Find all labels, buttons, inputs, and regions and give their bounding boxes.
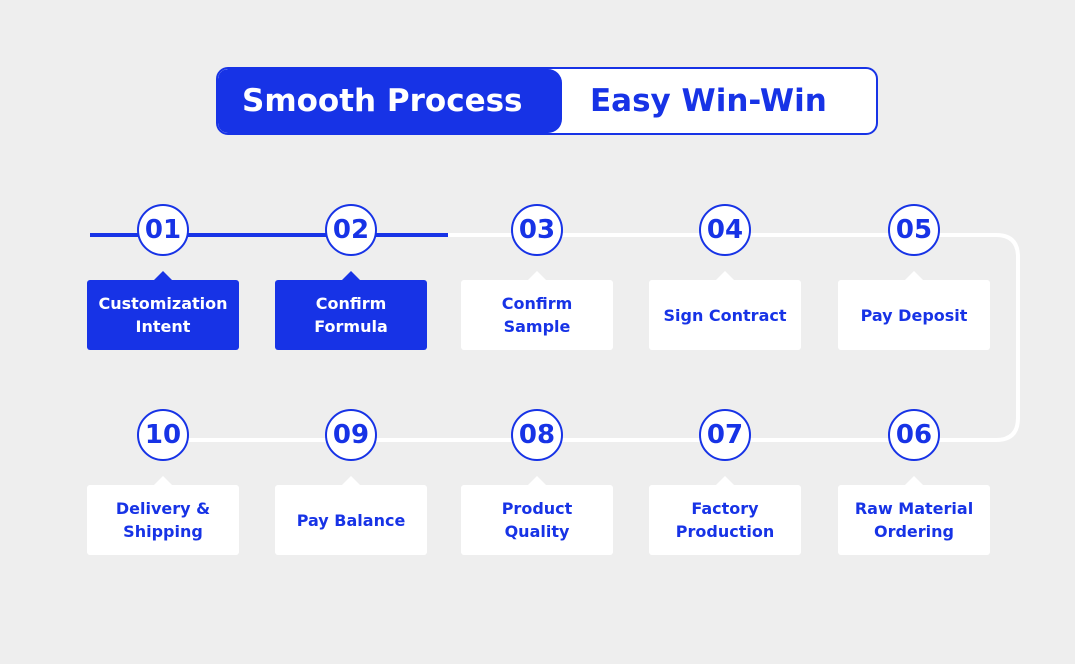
step-label: Factory Production <box>675 499 775 541</box>
step-number: 07 <box>706 420 744 450</box>
step-number-circle: 10 <box>137 409 189 461</box>
step-label: Raw Material Ordering <box>854 499 974 541</box>
step-number-circle: 06 <box>888 409 940 461</box>
step-number: 06 <box>895 420 933 450</box>
step-label: Pay Balance <box>296 510 406 530</box>
step-label: Customization Intent <box>98 294 228 336</box>
step-number: 03 <box>518 215 556 245</box>
step-number: 04 <box>706 215 744 245</box>
step-number-circle: 02 <box>325 204 377 256</box>
step-card: Confirm Sample <box>461 271 613 350</box>
step-number-circle: 08 <box>511 409 563 461</box>
banner-left-panel <box>218 69 562 133</box>
step-number-circle: 07 <box>699 409 751 461</box>
step-number-circle: 09 <box>325 409 377 461</box>
step-card: Customization Intent <box>87 271 239 350</box>
step-card: Factory Production <box>649 476 801 555</box>
step-number-circle: 03 <box>511 204 563 256</box>
step-label: Delivery & Shipping <box>115 499 211 541</box>
step-number: 09 <box>332 420 370 450</box>
step-card: Delivery & Shipping <box>87 476 239 555</box>
step-number-circle: 01 <box>137 204 189 256</box>
step-label: Confirm Formula <box>314 294 388 336</box>
banner-subtitle: Easy Win-Win <box>590 83 827 119</box>
banner-title: Smooth Process <box>242 83 523 119</box>
step-card: Sign Contract <box>649 271 801 350</box>
step-number-circle: 04 <box>699 204 751 256</box>
step-number: 01 <box>144 215 182 245</box>
step-number: 02 <box>332 215 370 245</box>
title-banner: Smooth Process Easy Win-Win <box>216 67 878 135</box>
step-number-circle: 05 <box>888 204 940 256</box>
step-number: 05 <box>895 215 933 245</box>
step-label: Pay Deposit <box>860 305 968 325</box>
future-path-line <box>90 233 1020 442</box>
step-card: Pay Balance <box>275 476 427 555</box>
step-label: Sign Contract <box>663 305 787 325</box>
step-label: Product Quality <box>501 499 573 541</box>
step-number: 08 <box>518 420 556 450</box>
step-card: Product Quality <box>461 476 613 555</box>
step-label: Confirm Sample <box>501 294 573 336</box>
step-card: Pay Deposit <box>838 271 990 350</box>
step-card: Raw Material Ordering <box>838 476 990 555</box>
step-card: Confirm Formula <box>275 271 427 350</box>
step-number: 10 <box>144 420 182 450</box>
